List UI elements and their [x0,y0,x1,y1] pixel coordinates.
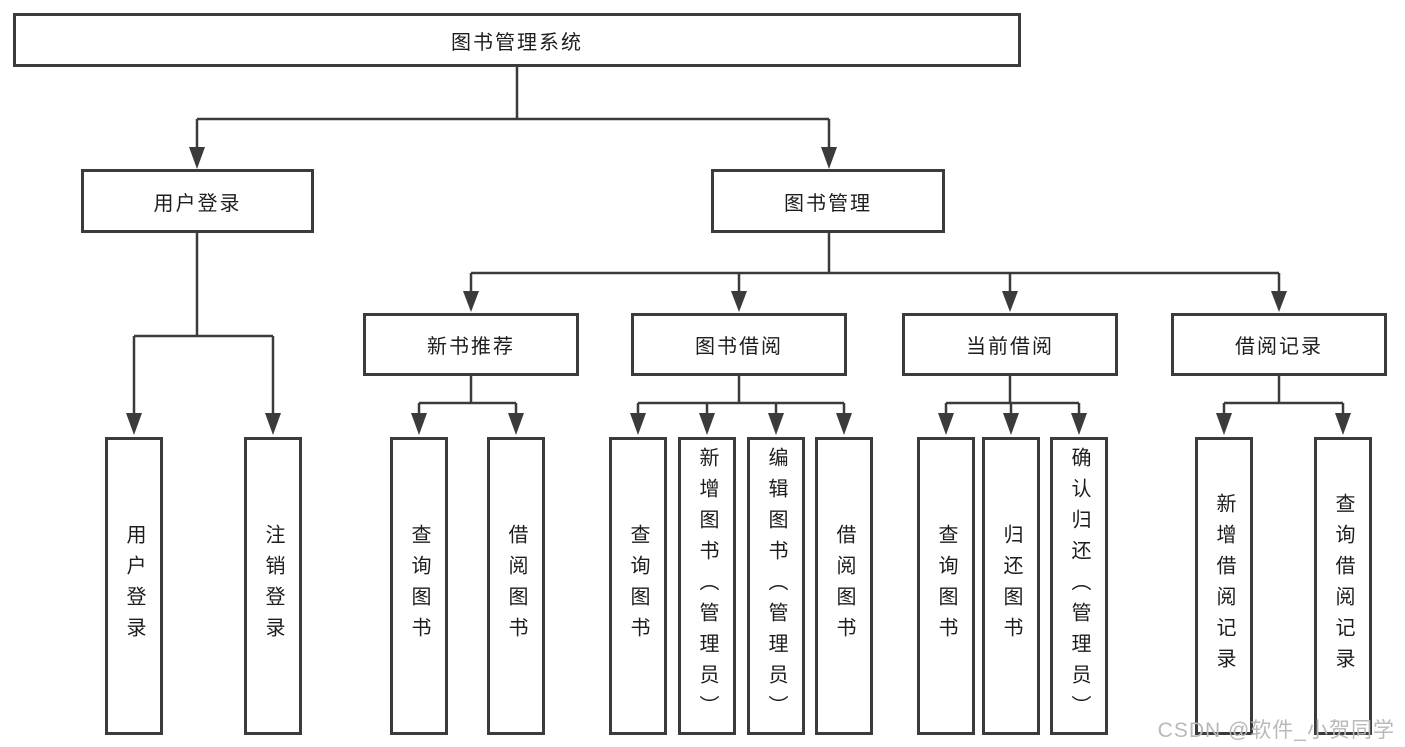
leaf-query-books-recommend: 查询图书 [390,437,448,735]
leaf-user-login: 用户登录 [105,437,163,735]
node-book-borrow: 图书借阅 [631,313,847,376]
leaf-edit-books-admin: 编辑图书（管理员） [747,437,805,735]
leaf-return-books: 归还图书 [982,437,1040,735]
leaf-query-books-current: 查询图书 [917,437,975,735]
node-borrow-records: 借阅记录 [1171,313,1387,376]
leaf-add-books-admin: 新增图书（管理员） [678,437,736,735]
watermark: CSDN @软件_小贺同学 [1157,719,1395,742]
leaf-borrow-books: 借阅图书 [815,437,873,735]
node-user-login: 用户登录 [81,169,314,233]
node-current-borrow: 当前借阅 [902,313,1118,376]
leaf-query-books-borrow: 查询图书 [609,437,667,735]
node-library-management-system: 图书管理系统 [13,13,1021,67]
leaf-query-borrow-record: 查询借阅记录 [1314,437,1372,735]
leaf-logout: 注销登录 [244,437,302,735]
node-new-book-recommend: 新书推荐 [363,313,579,376]
node-book-management: 图书管理 [711,169,945,233]
leaf-confirm-return-admin: 确认归还（管理员） [1050,437,1108,735]
leaf-add-borrow-record: 新增借阅记录 [1195,437,1253,735]
leaf-borrow-books-recommend: 借阅图书 [487,437,545,735]
